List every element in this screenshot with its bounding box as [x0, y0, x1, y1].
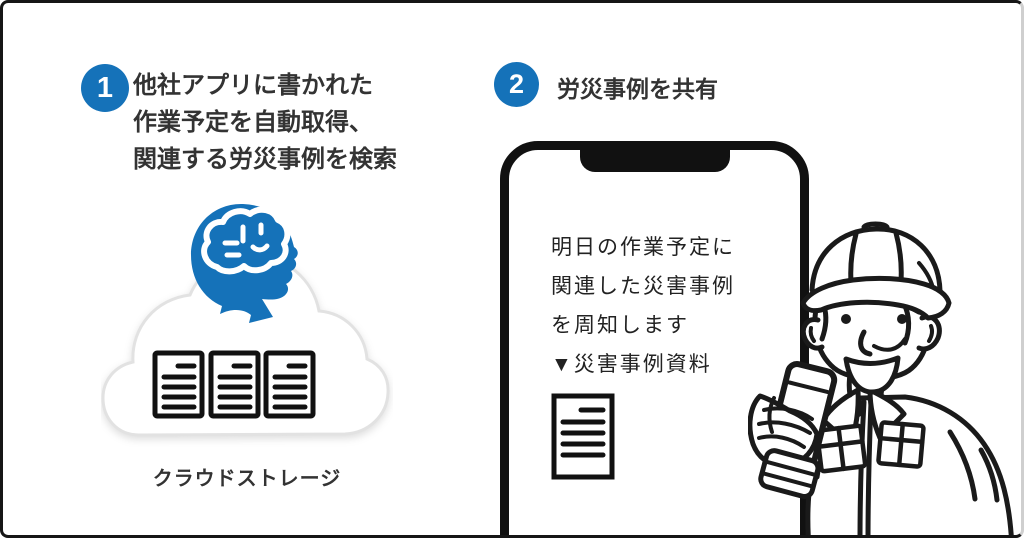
smartphone-frame: 明日の作業予定に 関連した災害事例 を周知します ▼災害事例資料 — [500, 141, 809, 535]
step-1-title-line: 作業予定を自動取得、 — [133, 109, 373, 136]
hard-hat-icon — [800, 221, 952, 321]
step-2-badge: 2 — [494, 62, 539, 107]
phone-message-line: ▼災害事例資料 — [551, 353, 712, 376]
document-icon — [208, 350, 261, 419]
phone-notch-icon — [579, 149, 730, 172]
step-1-title: 他社アプリに書かれた 作業予定を自動取得、 関連する労災事例を検索 — [133, 67, 397, 178]
document-icon — [551, 393, 615, 480]
step-1-badge: 1 — [81, 64, 129, 112]
step-1-title-line: 他社アプリに書かれた — [133, 72, 373, 99]
phone-message-line: 関連した災害事例 — [551, 275, 735, 298]
cloud-caption: クラウドストレージ — [152, 468, 342, 490]
sleeve-cuff — [758, 448, 821, 500]
document-icon — [263, 350, 316, 419]
step-1-title-line: 関連する労災事例を検索 — [133, 146, 397, 173]
construction-worker-illustration — [748, 221, 1014, 535]
brain-head-icon — [191, 203, 298, 323]
step-2-title: 労災事例を共有 — [557, 76, 718, 102]
step-1-number: 1 — [96, 71, 114, 104]
step-2-number: 2 — [508, 69, 525, 99]
phone-notification-text: 明日の作業予定に 関連した災害事例 を周知します ▼災害事例資料 — [551, 228, 735, 384]
phone-message-line: を周知します — [551, 314, 689, 337]
phone-message-line: 明日の作業予定に — [551, 236, 735, 259]
cloud-storage-illustration — [101, 203, 390, 437]
worker-smile — [843, 355, 901, 395]
document-icon — [152, 350, 205, 419]
shirt-pocket — [876, 420, 926, 469]
worker-hand — [748, 393, 820, 469]
